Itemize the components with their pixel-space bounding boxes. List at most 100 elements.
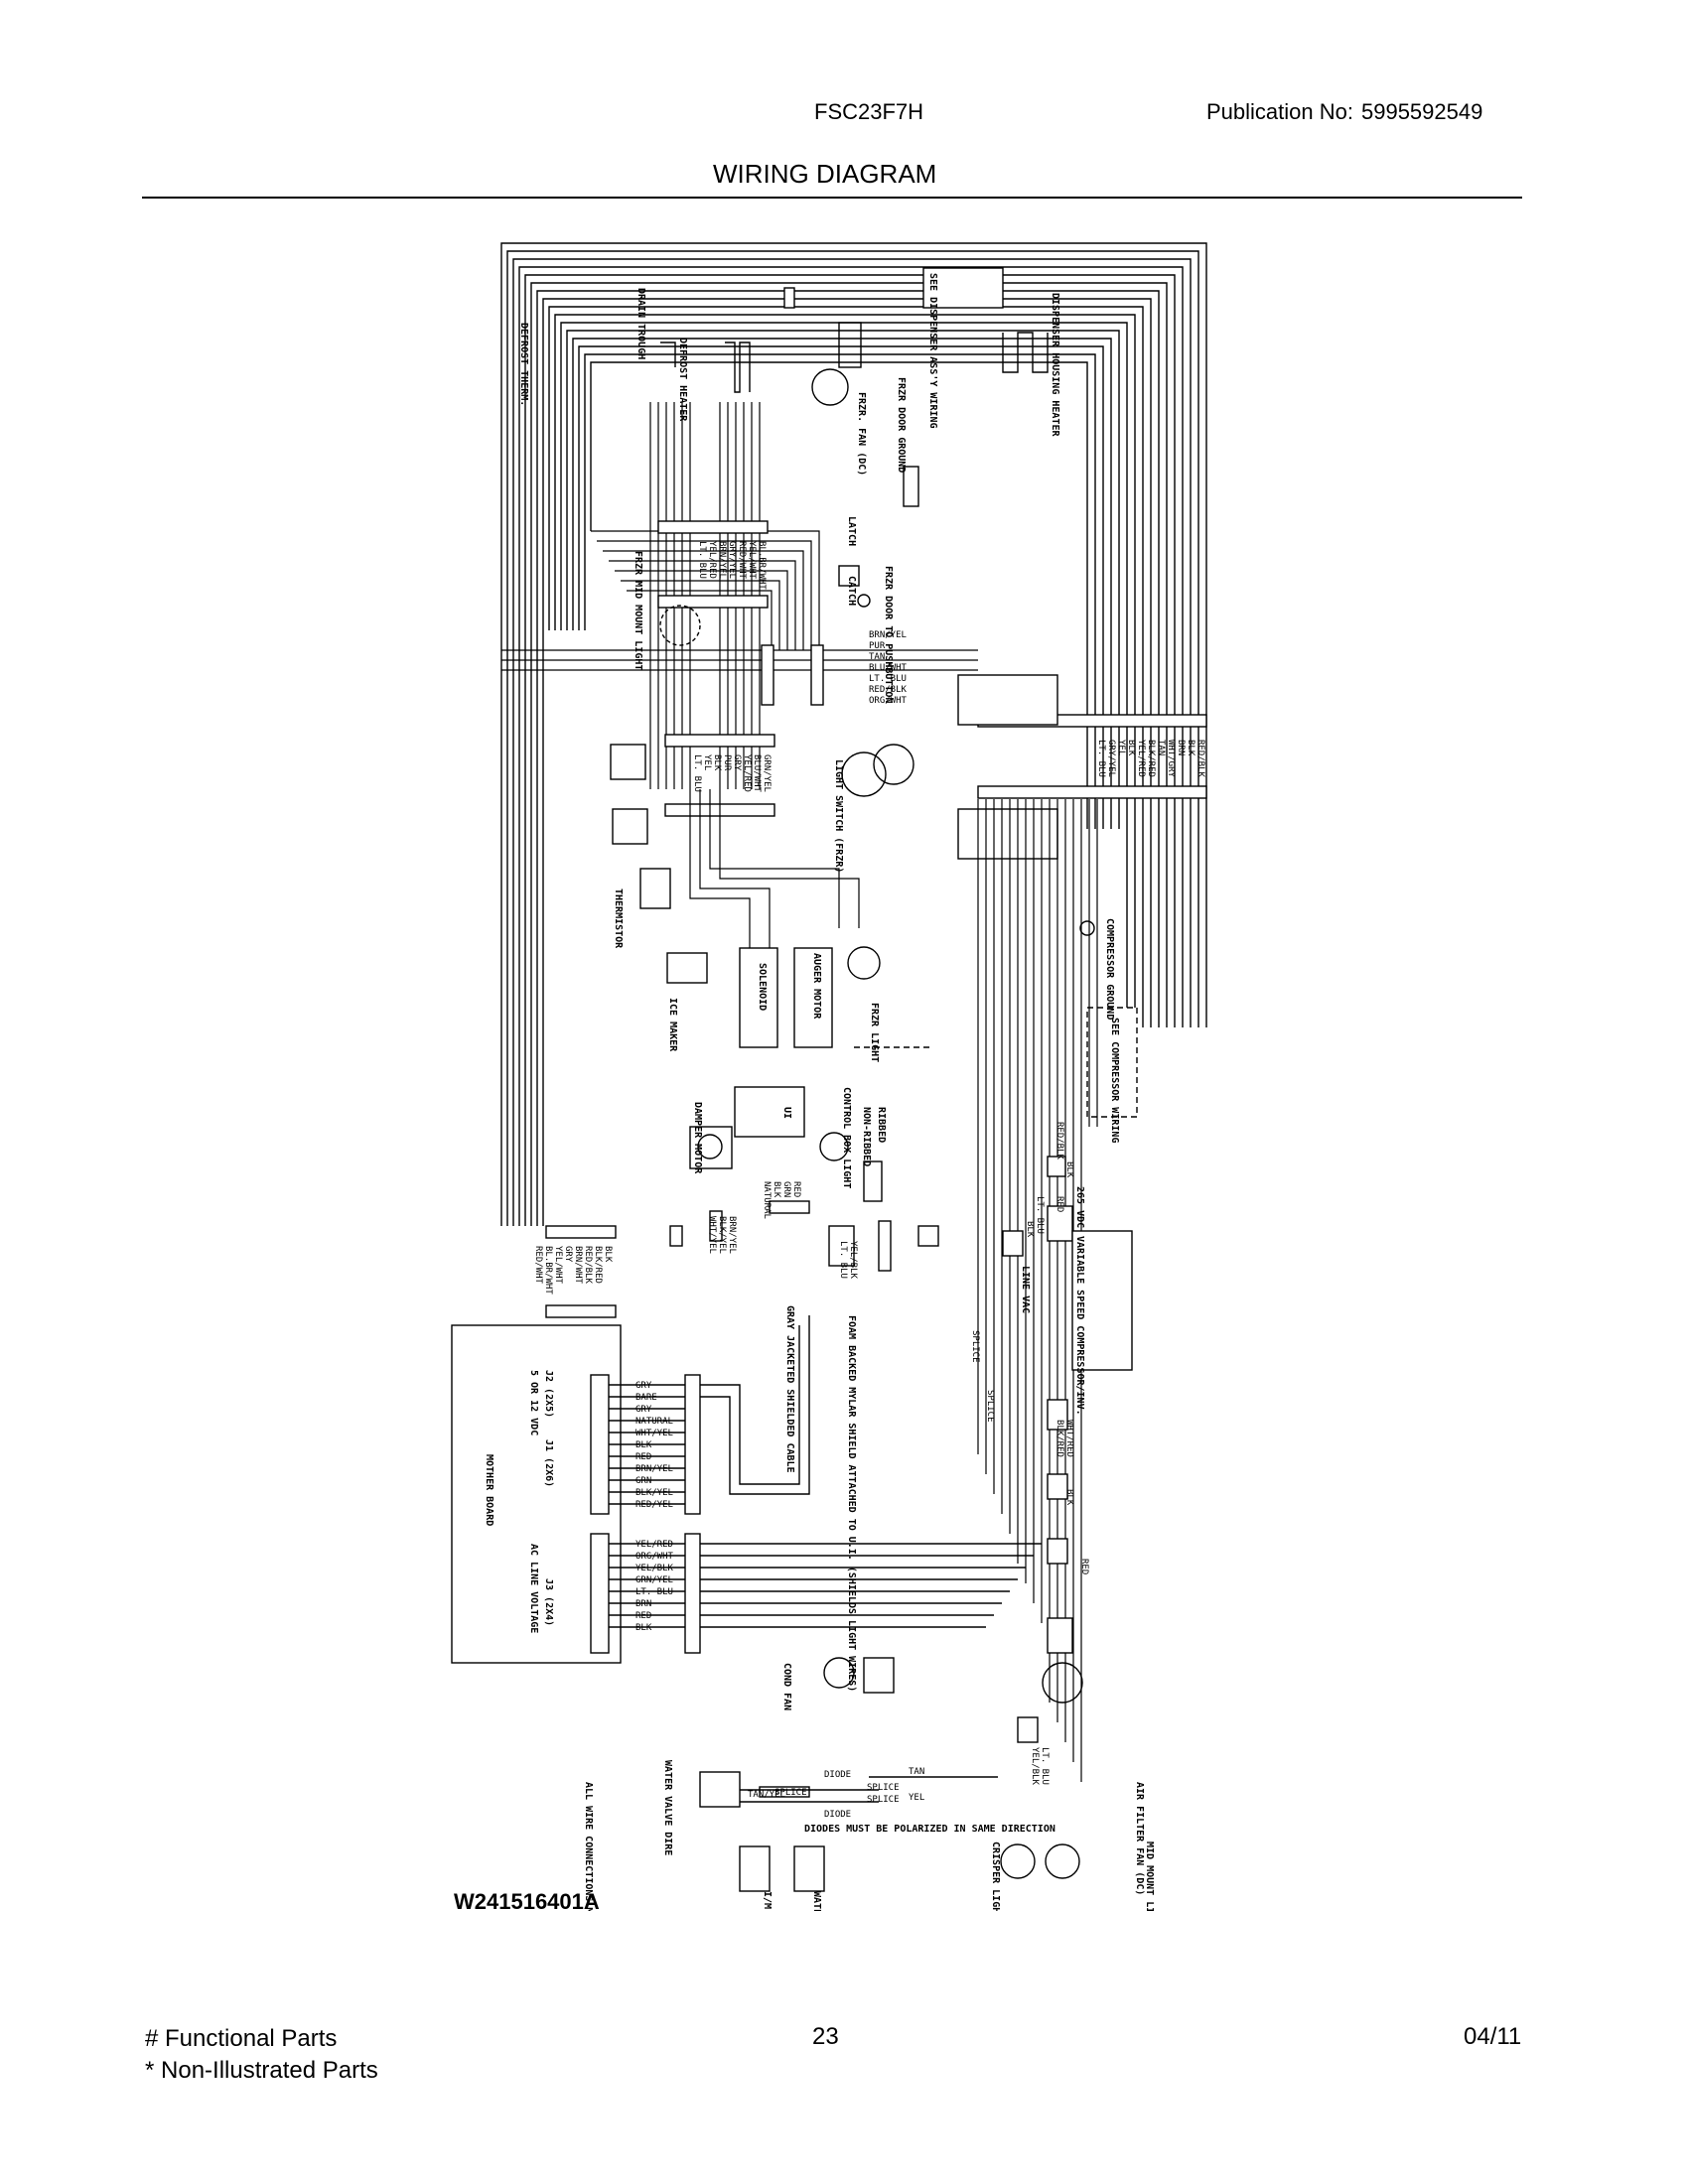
publication-number: 5995592549 xyxy=(1360,99,1483,124)
label-diodes-note: DIODES MUST BE POLARIZED IN SAME DIRECTI… xyxy=(804,1824,1055,1835)
wire-list-control-box: RED GRN BLK NATURAL xyxy=(762,1181,801,1219)
mother-board xyxy=(451,1315,1042,1664)
label-j1: J1 (2X6) xyxy=(543,1439,554,1487)
wire-label: GRN xyxy=(635,1476,651,1486)
wire-label: RED/BLK xyxy=(583,1246,593,1285)
wire-label: YEL/WHT xyxy=(553,1246,563,1285)
wire-label: LT. BLU xyxy=(1035,1196,1045,1234)
wire-label: LT. BLU xyxy=(869,674,907,684)
label-variable-speed: VARIABLE SPEED COMPRESSOR/INV. xyxy=(1074,1236,1085,1416)
label-ice-maker: ICE MAKER xyxy=(667,998,678,1052)
wire-list-upper-connector: BL.BR/WHT YEL/WHT RED/WHT GRY/YEL BRN/YE… xyxy=(697,541,767,590)
wire-label: BLK xyxy=(635,1440,652,1450)
label-ui: UI xyxy=(781,1107,792,1119)
wire-label: BLK/YEL xyxy=(717,1216,727,1254)
wire-list-ui: BRN/YEL BLK/YEL WHT/YEL xyxy=(707,1216,737,1254)
wire-label: RED xyxy=(635,1611,651,1621)
wire-list-compressor: RED/BLK BLK RED LT. BLU BLK xyxy=(1025,1122,1074,1238)
wire-label: TAN xyxy=(1156,740,1166,755)
wire-bundle-outer xyxy=(500,242,1207,1226)
label-compressor-ground: COMPRESSOR GROUND xyxy=(1104,918,1115,1020)
label-frzr-door-ground: FRZR DOOR GROUND xyxy=(896,377,907,473)
drawing-number: W241516401A xyxy=(454,1889,600,1914)
label-j3: J3 (2X4) xyxy=(543,1578,554,1626)
page-number: 23 xyxy=(812,2023,839,2050)
wire-label: LT. BLU xyxy=(838,1241,848,1279)
wire-label: LT. BLU xyxy=(1096,740,1106,777)
wire-label: BRN/YEL xyxy=(727,1216,737,1254)
label-auger-motor: AUGER MOTOR xyxy=(811,953,822,1020)
wire-label: GRN xyxy=(781,1181,791,1197)
wire-label: YEL/BLK xyxy=(1030,1747,1040,1786)
functional-parts-note: # Functional Parts xyxy=(145,2025,338,2052)
wire-label: YEL xyxy=(909,1793,924,1803)
wire-label: LT. BLU xyxy=(692,754,702,792)
label-light-switch: LIGHT SWITCH (FRZR) xyxy=(833,759,844,873)
wire-label: BLK xyxy=(603,1246,613,1263)
label-defrost-heater: DEFROST HEATER xyxy=(677,338,688,422)
label-mother-board: MOTHER BOARD xyxy=(484,1454,494,1526)
label-ac-line: AC LINE VOLTAGE xyxy=(528,1544,539,1633)
footer-legend: # Functional Parts * Non-Illustrated Par… xyxy=(145,2023,378,2087)
label-j2: J2 (2X5) xyxy=(543,1370,554,1418)
wire-label: BL.BR/WHT xyxy=(543,1246,553,1295)
label-mid-mount-light: MID MOUNT LIGHT xyxy=(1144,1842,1155,1911)
wire-list-light: YEL/BLK LT. BLU xyxy=(838,1241,858,1280)
label-splice-4: SPLICE xyxy=(970,1330,980,1363)
wire-label: GRY/YEL xyxy=(1106,740,1116,777)
wire-label: BLK xyxy=(635,1623,652,1633)
wiring-diagram-svg: DEFROST THERM. DRAIN TROUGH DEFROST HEAT… xyxy=(451,242,1207,1911)
publication-info: Publication No:5995592549 xyxy=(1206,99,1482,125)
label-solenoid: SOLENOID xyxy=(757,963,768,1011)
wire-label: BLK xyxy=(1064,1161,1074,1178)
label-ih-valve: I/M VALVE xyxy=(762,1891,773,1911)
label-thermistor-top: THERMISTOR xyxy=(613,888,624,949)
wire-label: RED/BLK xyxy=(1196,740,1205,778)
wire-label: BRN/YEL xyxy=(635,1464,673,1474)
lower-components xyxy=(699,1657,998,1892)
mid-components xyxy=(639,868,1138,1118)
wire-label: BLK xyxy=(712,754,722,771)
header-rule xyxy=(142,197,1522,199)
wire-label: GRY xyxy=(635,1381,652,1391)
wire-label: YEL xyxy=(702,754,712,770)
wire-list-j1: GRY BARE GRY NATURAL WHT/YEL BLK RED BRN… xyxy=(635,1381,673,1510)
wire-label: TAN xyxy=(869,652,885,662)
wire-label: PUR xyxy=(869,641,886,651)
wire-label: WHT/YEL xyxy=(635,1429,673,1438)
wire-label: YEL/RED xyxy=(1136,740,1146,777)
wire-label: GRN/YEL xyxy=(635,1575,673,1585)
wire-label: BLU/WHT xyxy=(869,663,908,673)
wire-label: YEL/BLK xyxy=(635,1564,674,1573)
wire-label: BRN/YEL xyxy=(717,541,727,579)
label-non-ribbed: NON-RIBBED xyxy=(861,1107,872,1166)
wire-label: BLK xyxy=(1064,1489,1074,1506)
wire-label: RED/WHT xyxy=(737,541,747,580)
wire-list-right: RED/BLK BLK BRN WHT/GRY TAN BLK/RED YEL/… xyxy=(1096,740,1205,778)
label-diode-1: DIODE xyxy=(824,1770,851,1780)
wire-label: RED xyxy=(791,1181,801,1197)
label-line-vac: LINE VAC xyxy=(1020,1266,1031,1313)
label-ribbed: RIBBED xyxy=(876,1107,887,1143)
wire-label: LT. BLU xyxy=(635,1587,673,1597)
label-splice-2: SPLICE xyxy=(867,1783,900,1793)
wire-label: WHT/YEL xyxy=(707,1216,717,1254)
wire-label: YEL/RED xyxy=(635,1540,673,1550)
wire-labels: DEFROST THERM. DRAIN TROUGH DEFROST HEAT… xyxy=(484,273,1205,1911)
wire-label: BLU/WHT xyxy=(752,754,762,793)
wire-label: GRY xyxy=(635,1405,652,1415)
wire-label: BL.BR/WHT xyxy=(757,541,767,590)
label-damper-motor: DAMPER MOTOR xyxy=(692,1102,703,1174)
label-dispenser-heater: DISPENSER HOUSING HEATER xyxy=(1050,293,1060,437)
wire-label: BLK xyxy=(1126,740,1136,756)
label-frzr-light: FRZR LIGHT xyxy=(869,1003,880,1062)
wire-label: LT. BLU xyxy=(1040,1747,1050,1785)
wire-label: BLK xyxy=(772,1181,781,1198)
wire-label: YEL/BLK xyxy=(848,1241,858,1280)
label-265-vdc: 265 VDC xyxy=(1074,1186,1085,1228)
wire-label: LT. BLU xyxy=(697,541,707,579)
wire-label: BLK/RED xyxy=(1055,1420,1064,1457)
label-cond-fan: COND FAN xyxy=(781,1663,792,1710)
label-water-valve-dire: WATER VALVE DIRE xyxy=(662,1760,673,1855)
wire-label: BLK/YEL xyxy=(635,1488,673,1498)
